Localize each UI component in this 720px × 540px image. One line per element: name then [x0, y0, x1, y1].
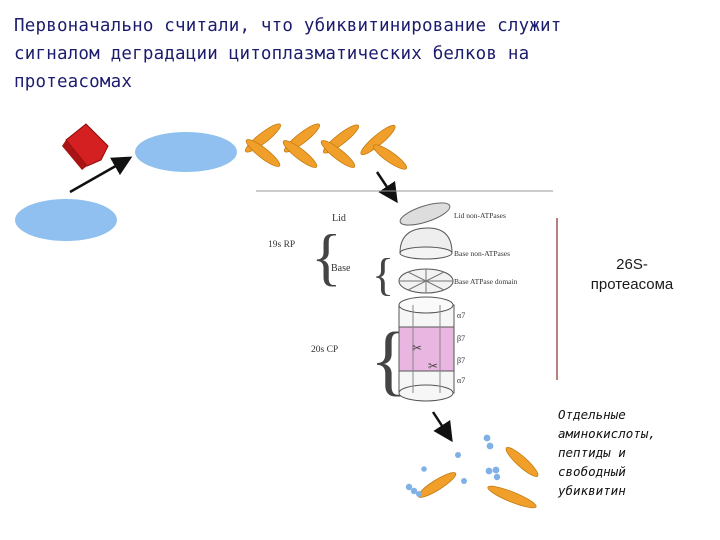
proteasome-label-line-2: протеасома: [590, 276, 674, 293]
base-non-atpases-label: Base non-ATPases: [454, 249, 510, 258]
polyubiquitin-chain: [244, 123, 408, 170]
title-line-2: сигналом деградации цитоплазматических б…: [14, 44, 530, 64]
products-line-2: аминокислоты,: [558, 426, 656, 441]
substrate-protein-free: [15, 199, 117, 241]
beta7-top-label: β7: [457, 334, 465, 343]
proteasome-label: 26S- протеасома: [568, 255, 696, 295]
free-ubiquitin-1: [505, 447, 539, 477]
lid-cap: [399, 202, 451, 226]
base-dome: [399, 227, 453, 254]
free-ubiquitin-3: [487, 485, 537, 509]
core-beta-pink: [398, 326, 455, 372]
e3-ligase-shape: [62, 123, 109, 170]
scissors-icon-1: ✂: [412, 341, 422, 355]
ubiquitin-6: [320, 140, 356, 168]
base-brace: {: [372, 249, 394, 300]
products-line-5: убиквитин: [558, 483, 626, 498]
alpha7-bottom-label: α7: [457, 376, 465, 385]
free-ubiquitins: [417, 447, 539, 509]
degradation-products-label: Отдельные аминокислоты, пептиды и свобод…: [558, 405, 708, 500]
free-ubiquitin-2: [417, 472, 457, 498]
cp-label: 20s CP: [311, 345, 338, 355]
alpha7-top-label: α7: [457, 311, 465, 320]
base-atpase-domain-label: Base ATPase domain: [454, 277, 518, 286]
products-line-4: свободный: [558, 464, 626, 479]
rp-brace: {: [311, 221, 342, 292]
ubiquitin-4: [282, 140, 318, 168]
peptide-dots: [405, 434, 501, 497]
ubiquitin-8: [372, 144, 408, 170]
products-line-1: Отдельные: [558, 407, 626, 422]
ubiquitin-2: [245, 139, 281, 167]
degradation-arrow: [431, 411, 453, 443]
base-dome-rim: [399, 246, 453, 260]
products-line-3: пептиды и: [558, 445, 626, 460]
to-proteasome-arrow: [375, 171, 398, 204]
lid-label: Lid: [332, 213, 346, 224]
conjugation-arrow: [69, 156, 133, 194]
title-line-3: протеасомах: [14, 72, 133, 92]
title-line-1: Первоначально считали, что убиквитиниров…: [14, 16, 562, 36]
ubiquitin-7: [360, 124, 396, 156]
lid-non-atpases-label: Lid non-ATPases: [454, 211, 506, 220]
scissors-icon-2: ✂: [428, 359, 438, 373]
core-top-face: [398, 296, 454, 314]
proteasome-figure: 19s RP Lid Base 20s CP Lid non-ATPases B…: [268, 202, 518, 403]
proteasome-label-line-1: 26S-: [616, 256, 648, 273]
rp-label: 19s RP: [268, 240, 295, 250]
base-label: Base: [331, 263, 351, 274]
slide-title: Первоначально считали, что убиквитиниров…: [14, 12, 704, 96]
substrate-protein-ubiquitinated: [135, 132, 237, 172]
beta7-bottom-label: β7: [457, 356, 465, 365]
